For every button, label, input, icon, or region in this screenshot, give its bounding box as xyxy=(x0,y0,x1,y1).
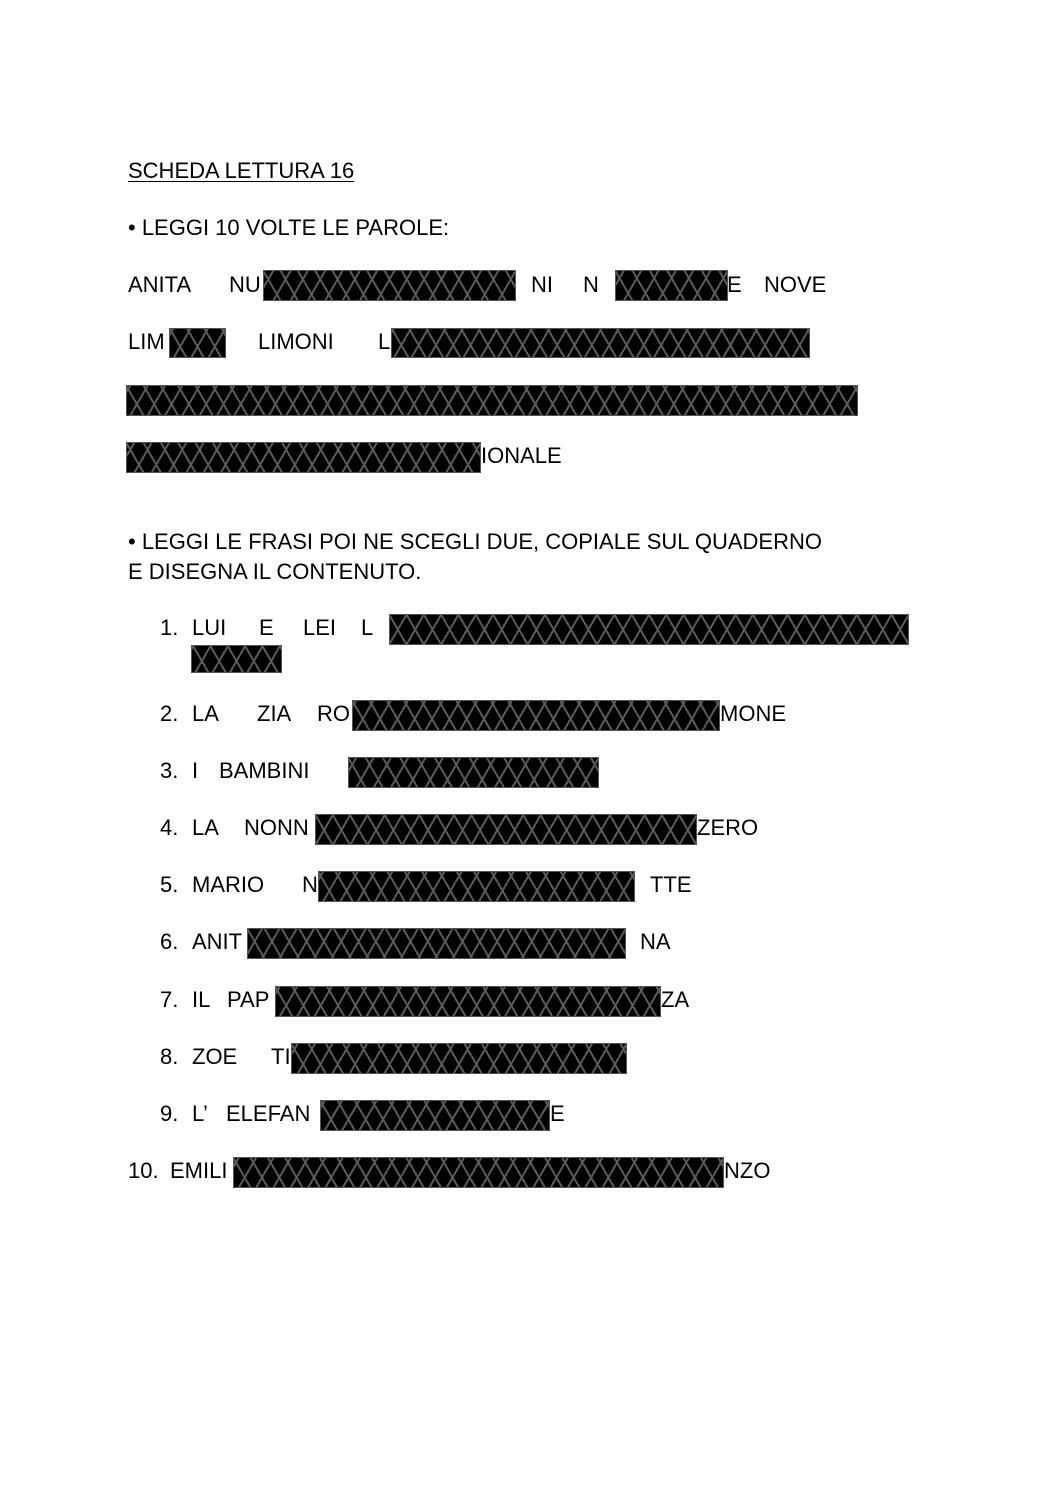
sentence-word: MARIO xyxy=(192,872,265,897)
sentence-word: LA xyxy=(192,701,219,726)
redaction-box xyxy=(352,700,720,731)
redaction-box xyxy=(291,1043,627,1074)
sentence-word: N xyxy=(302,872,318,897)
redaction-box xyxy=(318,871,635,902)
sentence-word: TTE xyxy=(650,872,692,897)
item-number: 4. xyxy=(160,815,179,840)
sentences-instruction: • LEGGI LE FRASI POI NE SCEGLI DUE, COPI… xyxy=(128,529,822,554)
word: IONALE xyxy=(481,443,562,468)
sentence-word: MONE xyxy=(720,701,786,726)
sentence-word: BAMBINI xyxy=(219,758,310,783)
item-number: 8. xyxy=(160,1044,179,1069)
sentence-word: TI xyxy=(271,1044,291,1069)
item-number: 2. xyxy=(160,701,179,726)
word: LIM xyxy=(128,329,165,354)
word: LIMONI xyxy=(258,329,334,354)
sentence-word: LEI xyxy=(303,615,337,640)
sentence-word: ZIA xyxy=(257,701,292,726)
sentences-instruction: E DISEGNA IL CONTENUTO. xyxy=(128,559,422,584)
item-number: 1. xyxy=(160,615,179,640)
word: NOVE xyxy=(764,272,827,297)
sentence-word: I xyxy=(192,758,199,783)
word: L xyxy=(378,329,391,354)
redaction-box xyxy=(275,986,661,1017)
sentence-word: L xyxy=(361,615,374,640)
redaction-box xyxy=(320,1100,550,1131)
redaction-box xyxy=(247,928,626,959)
sentence-word: ANIT xyxy=(192,929,243,954)
sentence-word: E xyxy=(550,1101,565,1126)
sentence-word: EMILI xyxy=(170,1158,228,1183)
sentence-word: RO xyxy=(317,701,350,726)
sentence-word: NA xyxy=(640,929,671,954)
word: ANITA xyxy=(128,272,192,297)
redaction-box xyxy=(391,328,810,358)
word: NI xyxy=(531,272,553,297)
item-number: 5. xyxy=(160,872,179,897)
redaction-box xyxy=(233,1157,724,1188)
sentence-word: E xyxy=(259,615,274,640)
word: NU xyxy=(229,272,261,297)
sentence-word: LA xyxy=(192,815,219,840)
sentence-word: L’ xyxy=(192,1101,208,1126)
redaction-box xyxy=(191,645,282,673)
item-number: 10. xyxy=(128,1158,159,1183)
redaction-box xyxy=(389,614,909,645)
sentence-word: IL xyxy=(192,987,211,1012)
word: E xyxy=(727,272,742,297)
redaction-box xyxy=(615,270,728,301)
item-number: 9. xyxy=(160,1101,179,1126)
redaction-box xyxy=(348,757,599,788)
item-number: 7. xyxy=(160,987,179,1012)
redaction-box xyxy=(126,385,858,416)
redaction-box xyxy=(263,270,516,301)
sentence-word: ZERO xyxy=(697,815,759,840)
item-number: 3. xyxy=(160,758,179,783)
sentence-word: ELEFAN xyxy=(226,1101,311,1126)
sentence-word: ZA xyxy=(661,987,690,1012)
sentence-word: NZO xyxy=(724,1158,771,1183)
sentence-word: ZOE xyxy=(192,1044,238,1069)
worksheet-title: SCHEDA LETTURA 16 xyxy=(128,158,355,183)
redaction-box xyxy=(169,328,226,358)
word: N xyxy=(583,272,599,297)
redaction-box xyxy=(315,814,697,845)
sentence-word: NONN xyxy=(244,815,309,840)
sentence-word: LUI xyxy=(192,615,227,640)
redaction-box xyxy=(126,442,481,473)
sentence-word: PAP xyxy=(227,987,270,1012)
item-number: 6. xyxy=(160,929,179,954)
reading-instruction: • LEGGI 10 VOLTE LE PAROLE: xyxy=(128,215,450,240)
